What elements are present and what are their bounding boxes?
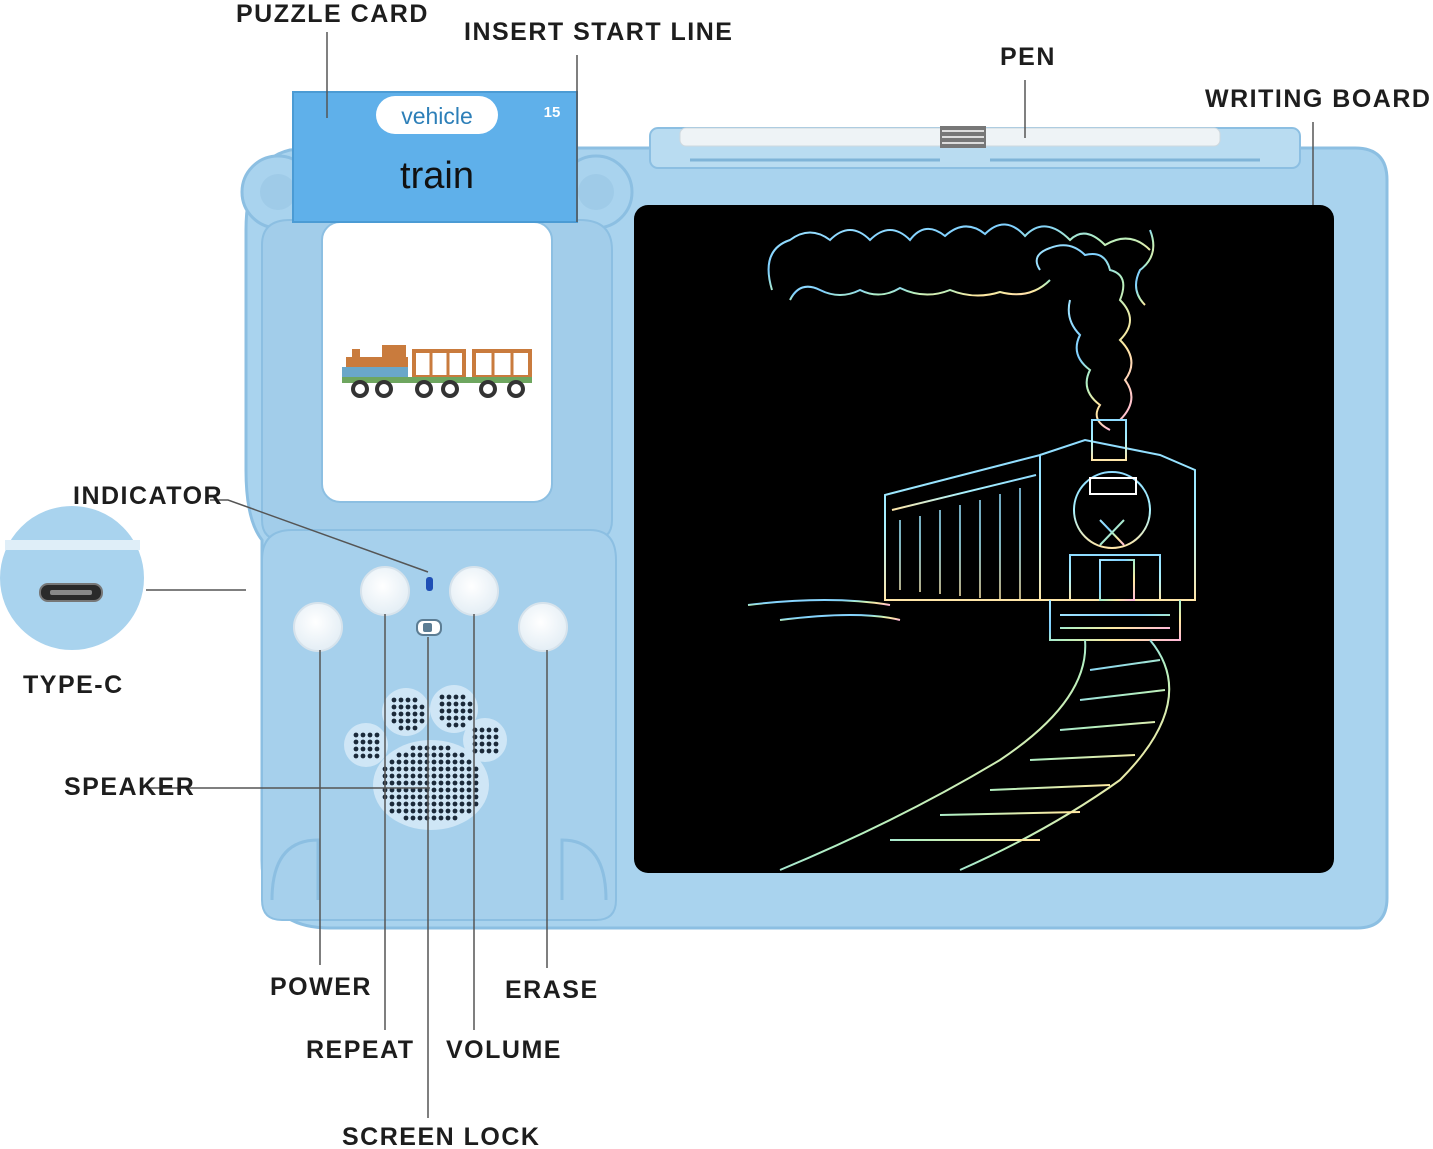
label-repeat: REPEAT: [306, 1036, 415, 1064]
label-type-c: TYPE-C: [23, 671, 124, 699]
label-volume: VOLUME: [446, 1036, 562, 1064]
label-writing-board: WRITING BOARD: [1205, 85, 1432, 113]
volume-button: [449, 566, 499, 616]
label-puzzle-card: PUZZLE CARD: [236, 0, 429, 28]
train-picture: [342, 345, 532, 398]
power-button: [293, 602, 343, 652]
speaker-holes: [353, 694, 499, 821]
card-category: vehicle: [401, 103, 473, 129]
leader-lines: [146, 32, 1314, 1118]
label-insert-start-line: INSERT START LINE: [464, 18, 734, 46]
label-speaker: SPEAKER: [64, 773, 196, 801]
repeat-button: [360, 566, 410, 616]
writing-board: [634, 205, 1334, 873]
label-screen-lock: SCREEN LOCK: [342, 1123, 541, 1149]
label-pen: PEN: [1000, 43, 1056, 71]
label-erase: ERASE: [505, 976, 599, 1004]
train-drawing: [747, 223, 1196, 871]
label-indicator: INDICATOR: [73, 482, 224, 510]
card-word: train: [400, 155, 474, 197]
type-c-inset: [0, 502, 148, 654]
card-category-pill: [376, 96, 498, 134]
erase-button: [518, 602, 568, 652]
card-number: 15: [544, 104, 561, 121]
indicator-light: [426, 577, 433, 591]
label-power: POWER: [270, 973, 372, 1001]
